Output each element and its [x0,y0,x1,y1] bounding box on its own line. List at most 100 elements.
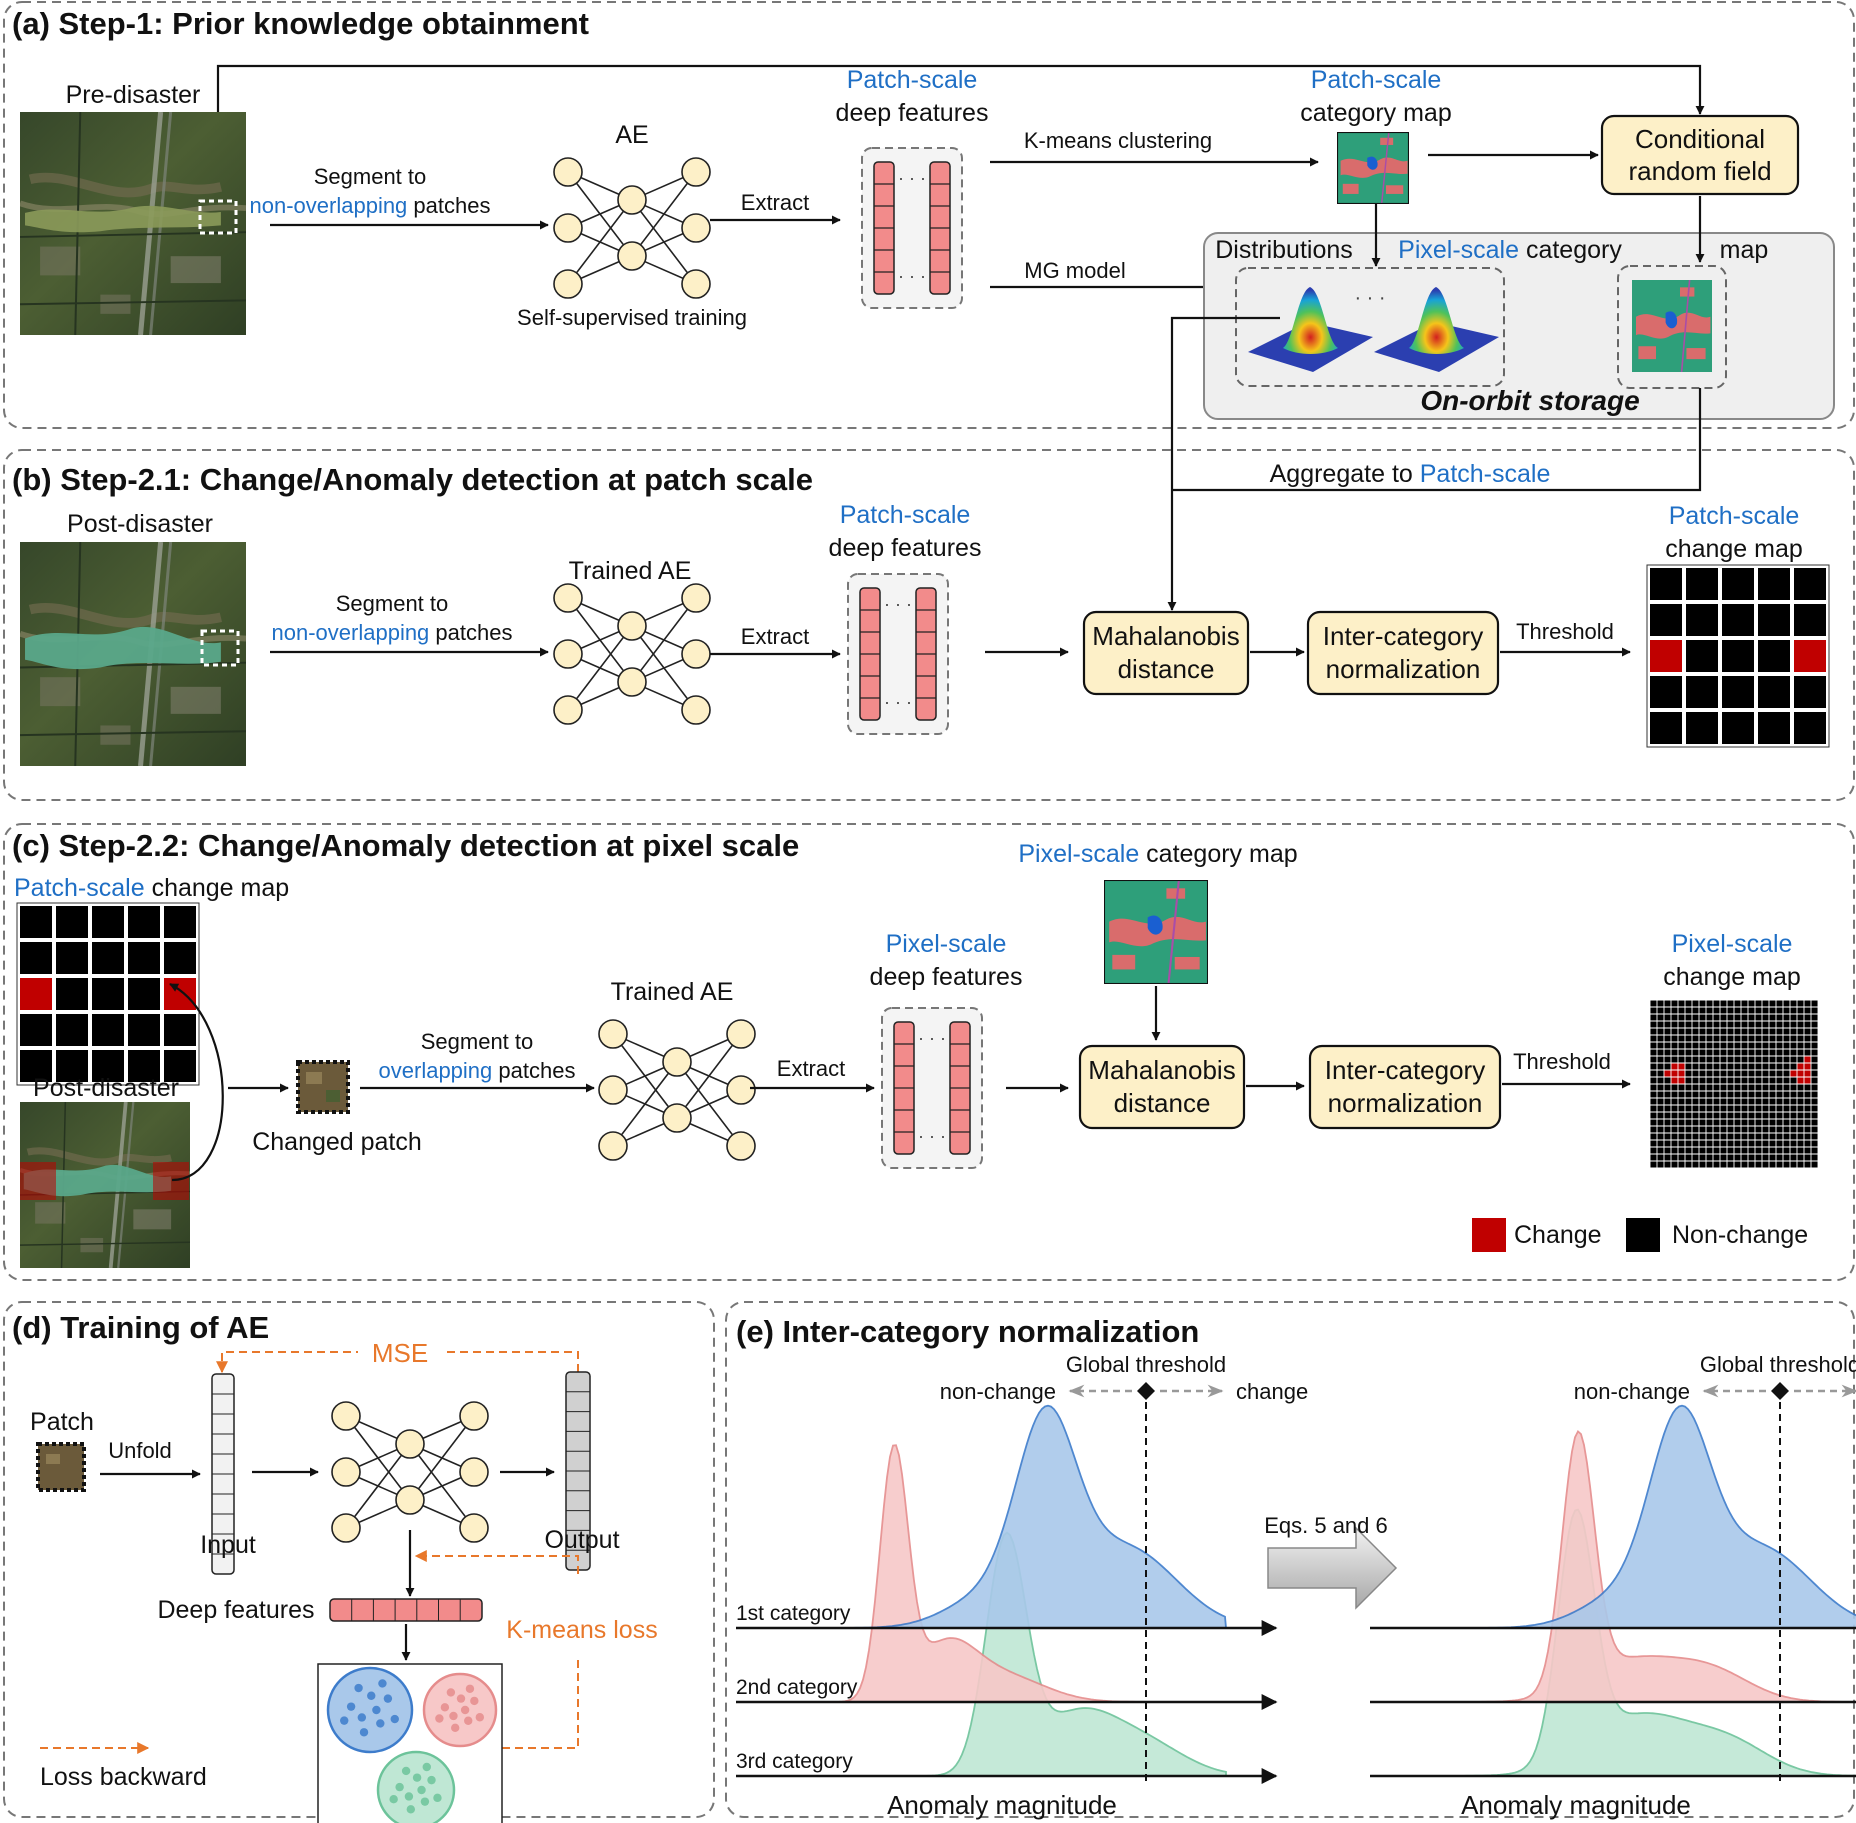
change-pixel [1671,1070,1678,1077]
catmap-a-blue: Patch-scale [1311,66,1442,94]
output-label: Output [544,1526,619,1554]
nonchange-cell [128,978,160,1010]
features-a-group [862,148,962,308]
nonchange-cell [1758,712,1790,744]
arrow-pre-to-crf [216,64,1705,115]
changed-patch-label: Changed patch [252,1128,422,1156]
legend-nonchange-label: Non-change [1672,1221,1808,1249]
segment-b-line1: Segment to [336,591,449,616]
nonchange-cell [56,906,88,938]
extract-c-label: Extract [777,1056,845,1081]
cluster-point [475,1713,485,1722]
trained-ae-c-label: Trained AE [611,978,734,1006]
intercat-b-line2: normalization [1326,654,1481,684]
features-b-blue: Patch-scale [840,501,971,529]
cluster-point [417,1785,426,1795]
nonchange-cell [128,1014,160,1046]
pixel-catmap-a-group [1617,265,1727,389]
nonchange-cell [1722,640,1754,672]
kmeans-loss-upper-arrow [414,1550,579,1574]
threshold-b-label: Threshold [1516,619,1614,644]
mahalanobis-c-line2: distance [1114,1088,1211,1118]
nonchange-cell [20,1014,52,1046]
arrow-changemap-to-image [169,983,224,1182]
nonchange-cell [56,1050,88,1082]
global-threshold-label: Global threshold [1700,1352,1856,1377]
intercat-b-line1: Inter-category [1323,621,1483,651]
non-change-label: non-change [1574,1379,1690,1404]
cluster-point [420,1797,430,1806]
crf-box [1600,114,1800,196]
features-a-rest: deep features [836,99,989,127]
nonchange-cell [92,1014,124,1046]
patch-label: Patch [30,1408,94,1436]
nonchange-cell [1722,604,1754,636]
patch-change-map-b [1646,564,1830,748]
nonchange-cell [164,942,196,974]
cluster-point [470,1696,479,1706]
change-pixel [1797,1063,1804,1070]
change-pixel [1678,1070,1685,1077]
cluster-point [376,1719,385,1728]
trained-ae-c-network [598,1019,756,1161]
nonchange-cell [1686,568,1718,600]
features-c-rest: deep features [870,963,1023,991]
section-c-frame [3,823,1855,1281]
non-change-label: non-change [940,1379,1056,1404]
features-a-blue: Patch-scale [847,66,978,94]
nonchange-cell [1650,676,1682,708]
changemap-c-rest: change map [1663,963,1801,991]
change-pixel [1804,1063,1811,1070]
nonchange-cell [1758,640,1790,672]
threshold-diamond [1137,1382,1155,1400]
nonchange-cell [1650,568,1682,600]
cluster-point [446,1688,456,1697]
nonchange-cell [92,978,124,1010]
legend-change-label: Change [1514,1221,1602,1249]
section-a-title: (a) Step-1: Prior knowledge obtainment [12,6,589,41]
nonchange-cell [20,942,52,974]
change-cell [1650,640,1682,672]
cluster-box [317,1663,503,1823]
section-b-frame [3,449,1855,801]
change-pixel [1790,1070,1797,1077]
change-pixel [1797,1070,1804,1077]
cluster-point [354,1683,363,1693]
nonchange-cell [56,942,88,974]
post-disaster-b-image [20,542,246,766]
changemap-b-blue: Patch-scale [1669,502,1800,530]
cluster-point [378,1679,387,1688]
output-vector [565,1371,591,1571]
pixel-catmap-a-label: Pixel-scale category [1398,236,1622,264]
category-3-label: 3rd category [736,1750,853,1773]
cluster-point [367,1691,376,1700]
nonchange-cell [20,1050,52,1082]
features-b-group [848,574,948,734]
cluster-point [422,1762,431,1772]
segment-b-line2: non-overlapping patches [272,620,513,645]
change-cell [20,978,52,1010]
distributions-label: Distributions [1215,236,1353,264]
extract-a-label: Extract [741,190,809,215]
nonchange-cell [92,942,124,974]
nonchange-cell [92,1050,124,1082]
nonchange-cell [164,906,196,938]
cluster-point [383,1694,393,1703]
pixel-catmap-a-map: map [1720,236,1769,264]
nonchange-cell [56,1014,88,1046]
intercat-b-box [1306,610,1500,696]
patch-change-map-c [16,902,200,1086]
mse-label-bg [358,1340,442,1366]
deep-features-vector [329,1598,483,1622]
change-cell [1794,640,1826,672]
section-e-frame [725,1301,1855,1818]
features-c-group [882,1008,982,1168]
category-1-label: 1st category [736,1602,851,1625]
section-a-frame [3,1,1855,429]
cluster-point [449,1711,458,1721]
change-pixel [1678,1077,1685,1084]
nonchange-cell [1686,712,1718,744]
cluster-point [359,1728,369,1737]
category-2-label: 2nd category [736,1676,858,1699]
aggregate-label: Aggregate to Patch-scale [1270,460,1551,488]
